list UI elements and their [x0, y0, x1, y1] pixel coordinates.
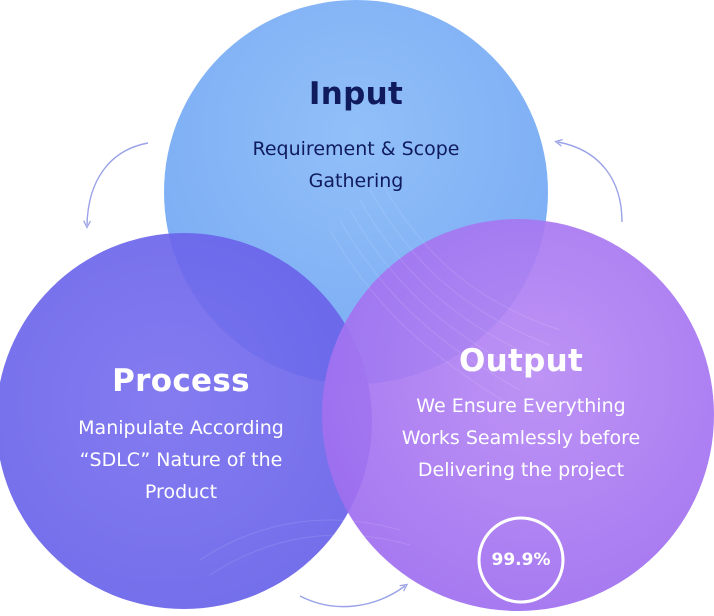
output-description: We Ensure Everything Works Seamlessly be… — [402, 390, 640, 486]
process-title: Process — [112, 363, 250, 399]
badge-value: 99.9% — [491, 550, 551, 570]
input-line-2: Gathering — [308, 170, 404, 192]
arrow-input-to-process — [87, 142, 149, 225]
line-texture — [199, 179, 561, 576]
output-line-1: We Ensure Everything — [416, 395, 626, 417]
output-line-2: Works Seamlessly before — [401, 427, 641, 449]
process-line-2: “SDLC” Nature of the — [79, 449, 283, 471]
arrow-output-to-input — [558, 142, 623, 223]
input-title: Input — [308, 76, 404, 112]
input-line-1: Requirement & Scope — [252, 138, 460, 160]
badge-ring-progress — [477, 516, 565, 604]
process-circle — [0, 233, 372, 609]
output-line-3: Delivering the project — [417, 459, 625, 481]
process-description: Manipulate According “SDLC” Nature of th… — [78, 412, 284, 508]
output-title: Output — [458, 343, 584, 379]
output-circle — [322, 219, 714, 611]
process-line-1: Manipulate According — [78, 417, 284, 439]
process-line-3: Product — [144, 481, 218, 503]
input-description: Requirement & Scope Gathering — [253, 133, 460, 197]
arrow-process-to-output — [299, 586, 405, 608]
